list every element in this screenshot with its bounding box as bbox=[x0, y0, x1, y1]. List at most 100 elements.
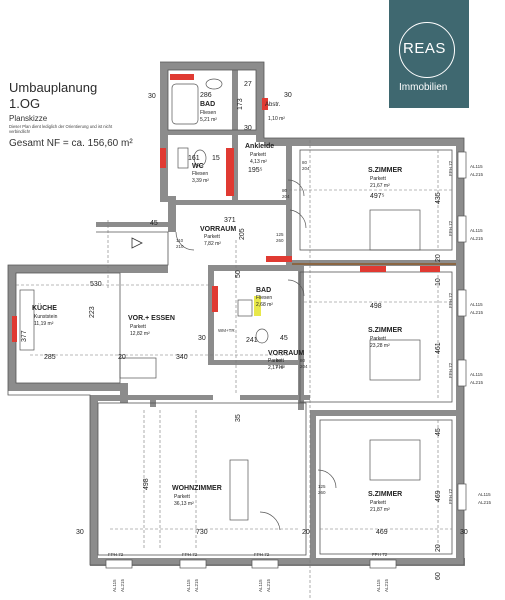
dimension-labels: 286 30 27 173 30 30 161 15 371 205 45 49… bbox=[21, 81, 468, 580]
dim-4975: 497⁵ bbox=[370, 193, 385, 200]
door-80b: 80 bbox=[282, 188, 288, 193]
door-204c: 204 bbox=[300, 364, 308, 369]
window-al115-2: AL115 bbox=[470, 228, 483, 233]
dim-10a: 10 bbox=[435, 278, 442, 286]
dim-20c: 20 bbox=[302, 529, 310, 536]
room-szimmer3-name: S.ZIMMER bbox=[368, 491, 402, 498]
room-ankleide-area: 4,13 m² bbox=[250, 159, 267, 165]
dim-20a: 20 bbox=[435, 254, 442, 262]
dim-45a: 45 bbox=[150, 220, 158, 227]
room-vorraum-top-floor: Parkett bbox=[204, 234, 220, 240]
dim-435: 435 bbox=[435, 192, 442, 204]
window-al115-8: AL115 bbox=[258, 579, 263, 592]
dim-15: 15 bbox=[212, 155, 220, 162]
dim-530: 530 bbox=[90, 281, 102, 288]
door-110: 110 bbox=[176, 238, 184, 243]
room-vor-essen-floor: Parkett bbox=[130, 324, 146, 330]
window-fph-5: FPH 72 bbox=[448, 488, 453, 504]
window-al115-6: AL115 bbox=[112, 579, 117, 592]
window-fph-4: FPH 72 bbox=[448, 362, 453, 378]
new-wall-marker bbox=[254, 296, 261, 316]
dim-1955: 195⁵ bbox=[248, 167, 263, 174]
room-abstr-name: Abstr. bbox=[265, 102, 281, 108]
dim-340: 340 bbox=[176, 354, 188, 361]
dim-286: 286 bbox=[200, 92, 212, 99]
dim-27: 27 bbox=[244, 81, 252, 88]
door-80c: 80 bbox=[300, 358, 306, 363]
window-al215-6: AL215 bbox=[120, 578, 125, 592]
window-fph-1: FPH 72 bbox=[448, 160, 453, 176]
window-al115-4: AL115 bbox=[470, 372, 483, 377]
room-bad-top-floor: Fliesen bbox=[200, 110, 216, 116]
dim-50: 50 bbox=[235, 270, 242, 278]
dim-30b: 30 bbox=[244, 125, 252, 132]
entry-arrow-icon bbox=[131, 237, 143, 249]
window-al215-9: AL215 bbox=[384, 578, 389, 592]
door-204b: 204 bbox=[282, 194, 290, 199]
window-fph-6: FPH 72 bbox=[108, 552, 124, 557]
dim-173: 173 bbox=[237, 98, 244, 110]
room-kueche-area: 11,19 m² bbox=[34, 321, 54, 327]
room-abstr-area: 1,10 m² bbox=[268, 116, 285, 122]
window-fph-3: FPH 72 bbox=[448, 292, 453, 308]
fixtures bbox=[19, 78, 421, 531]
dim-30c: 30 bbox=[284, 92, 292, 99]
door-260b: 260 bbox=[318, 490, 326, 495]
room-wc-area: 3,39 m² bbox=[192, 178, 209, 184]
dim-60: 60 bbox=[435, 572, 442, 580]
room-vorraum-mid-name: VORRAUM bbox=[268, 350, 304, 357]
room-wohnzimmer-floor: Parkett bbox=[174, 494, 190, 500]
logo-name: REAS bbox=[403, 40, 446, 57]
plan-title: Umbauplanung bbox=[9, 80, 98, 95]
dim-30f: 30 bbox=[460, 529, 468, 536]
room-bad-mid-name: BAD bbox=[256, 287, 271, 294]
dim-30e: 30 bbox=[76, 529, 84, 536]
room-szimmer3-area: 21,87 m² bbox=[370, 507, 390, 513]
door-90: 90 bbox=[276, 358, 282, 363]
window-fph-2: FPH 72 bbox=[448, 220, 453, 236]
wall-outlines bbox=[7, 61, 465, 566]
wm-tr-label: WM+TR bbox=[218, 328, 235, 333]
room-bad-mid-area: 2,68 m² bbox=[256, 302, 273, 308]
room-szimmer2-floor: Parkett bbox=[370, 336, 386, 342]
total-area: Gesamt NF = ca. 156,60 m² bbox=[9, 138, 133, 149]
room-vor-essen-area: 12,82 m² bbox=[130, 331, 150, 337]
window-al115-3: AL115 bbox=[470, 302, 483, 307]
window-al215-5: AL215 bbox=[478, 500, 492, 505]
room-bad-mid-floor: Fliesen bbox=[256, 295, 272, 301]
room-wc-floor: Fliesen bbox=[192, 171, 208, 177]
room-vor-essen-name: VOR.+ ESSEN bbox=[128, 315, 175, 322]
dim-30d: 30 bbox=[198, 335, 206, 342]
window-al215-1: AL215 bbox=[470, 172, 484, 177]
dim-461: 461 bbox=[435, 342, 442, 354]
room-szimmer3-floor: Parkett bbox=[370, 500, 386, 506]
plan-disclaimer: Dieser Plan dient lediglich der Orientie… bbox=[9, 124, 113, 134]
dim-223: 223 bbox=[89, 306, 96, 318]
dim-469a: 469 bbox=[435, 490, 442, 502]
window-fph-8: FPH 72 bbox=[254, 552, 270, 557]
room-kueche-floor: Kunststein bbox=[34, 314, 58, 320]
door-labels: 80 204 80 204 110 210 125 260 90 210 80 … bbox=[176, 160, 326, 495]
door-204a: 204 bbox=[302, 166, 310, 171]
window-al215-4: AL215 bbox=[470, 380, 484, 385]
room-wc-name: WC bbox=[192, 163, 204, 170]
room-wohnzimmer-name: WOHNZIMMER bbox=[172, 485, 222, 492]
dim-371: 371 bbox=[224, 217, 236, 224]
window-al215-2: AL215 bbox=[470, 236, 484, 241]
room-ankleide-name: Ankleide bbox=[245, 143, 274, 150]
removed-walls bbox=[12, 74, 440, 342]
window-al115-9: AL115 bbox=[376, 579, 381, 592]
logo-circle-icon bbox=[399, 22, 455, 78]
floor-label: 1.OG bbox=[9, 96, 41, 111]
room-vorraum-top-name: VORRAUM bbox=[200, 226, 236, 233]
window-al215-7: AL215 bbox=[194, 578, 199, 592]
dim-35: 35 bbox=[235, 414, 242, 422]
room-szimmer1-floor: Parkett bbox=[370, 176, 386, 182]
room-ankleide-floor: Parkett bbox=[250, 152, 266, 158]
door-80a: 80 bbox=[302, 160, 308, 165]
room-vorraum-top-area: 7,82 m² bbox=[204, 241, 221, 247]
dim-469b: 469 bbox=[376, 529, 388, 536]
window-al215-8: AL215 bbox=[266, 578, 271, 592]
door-260a: 260 bbox=[276, 238, 284, 243]
